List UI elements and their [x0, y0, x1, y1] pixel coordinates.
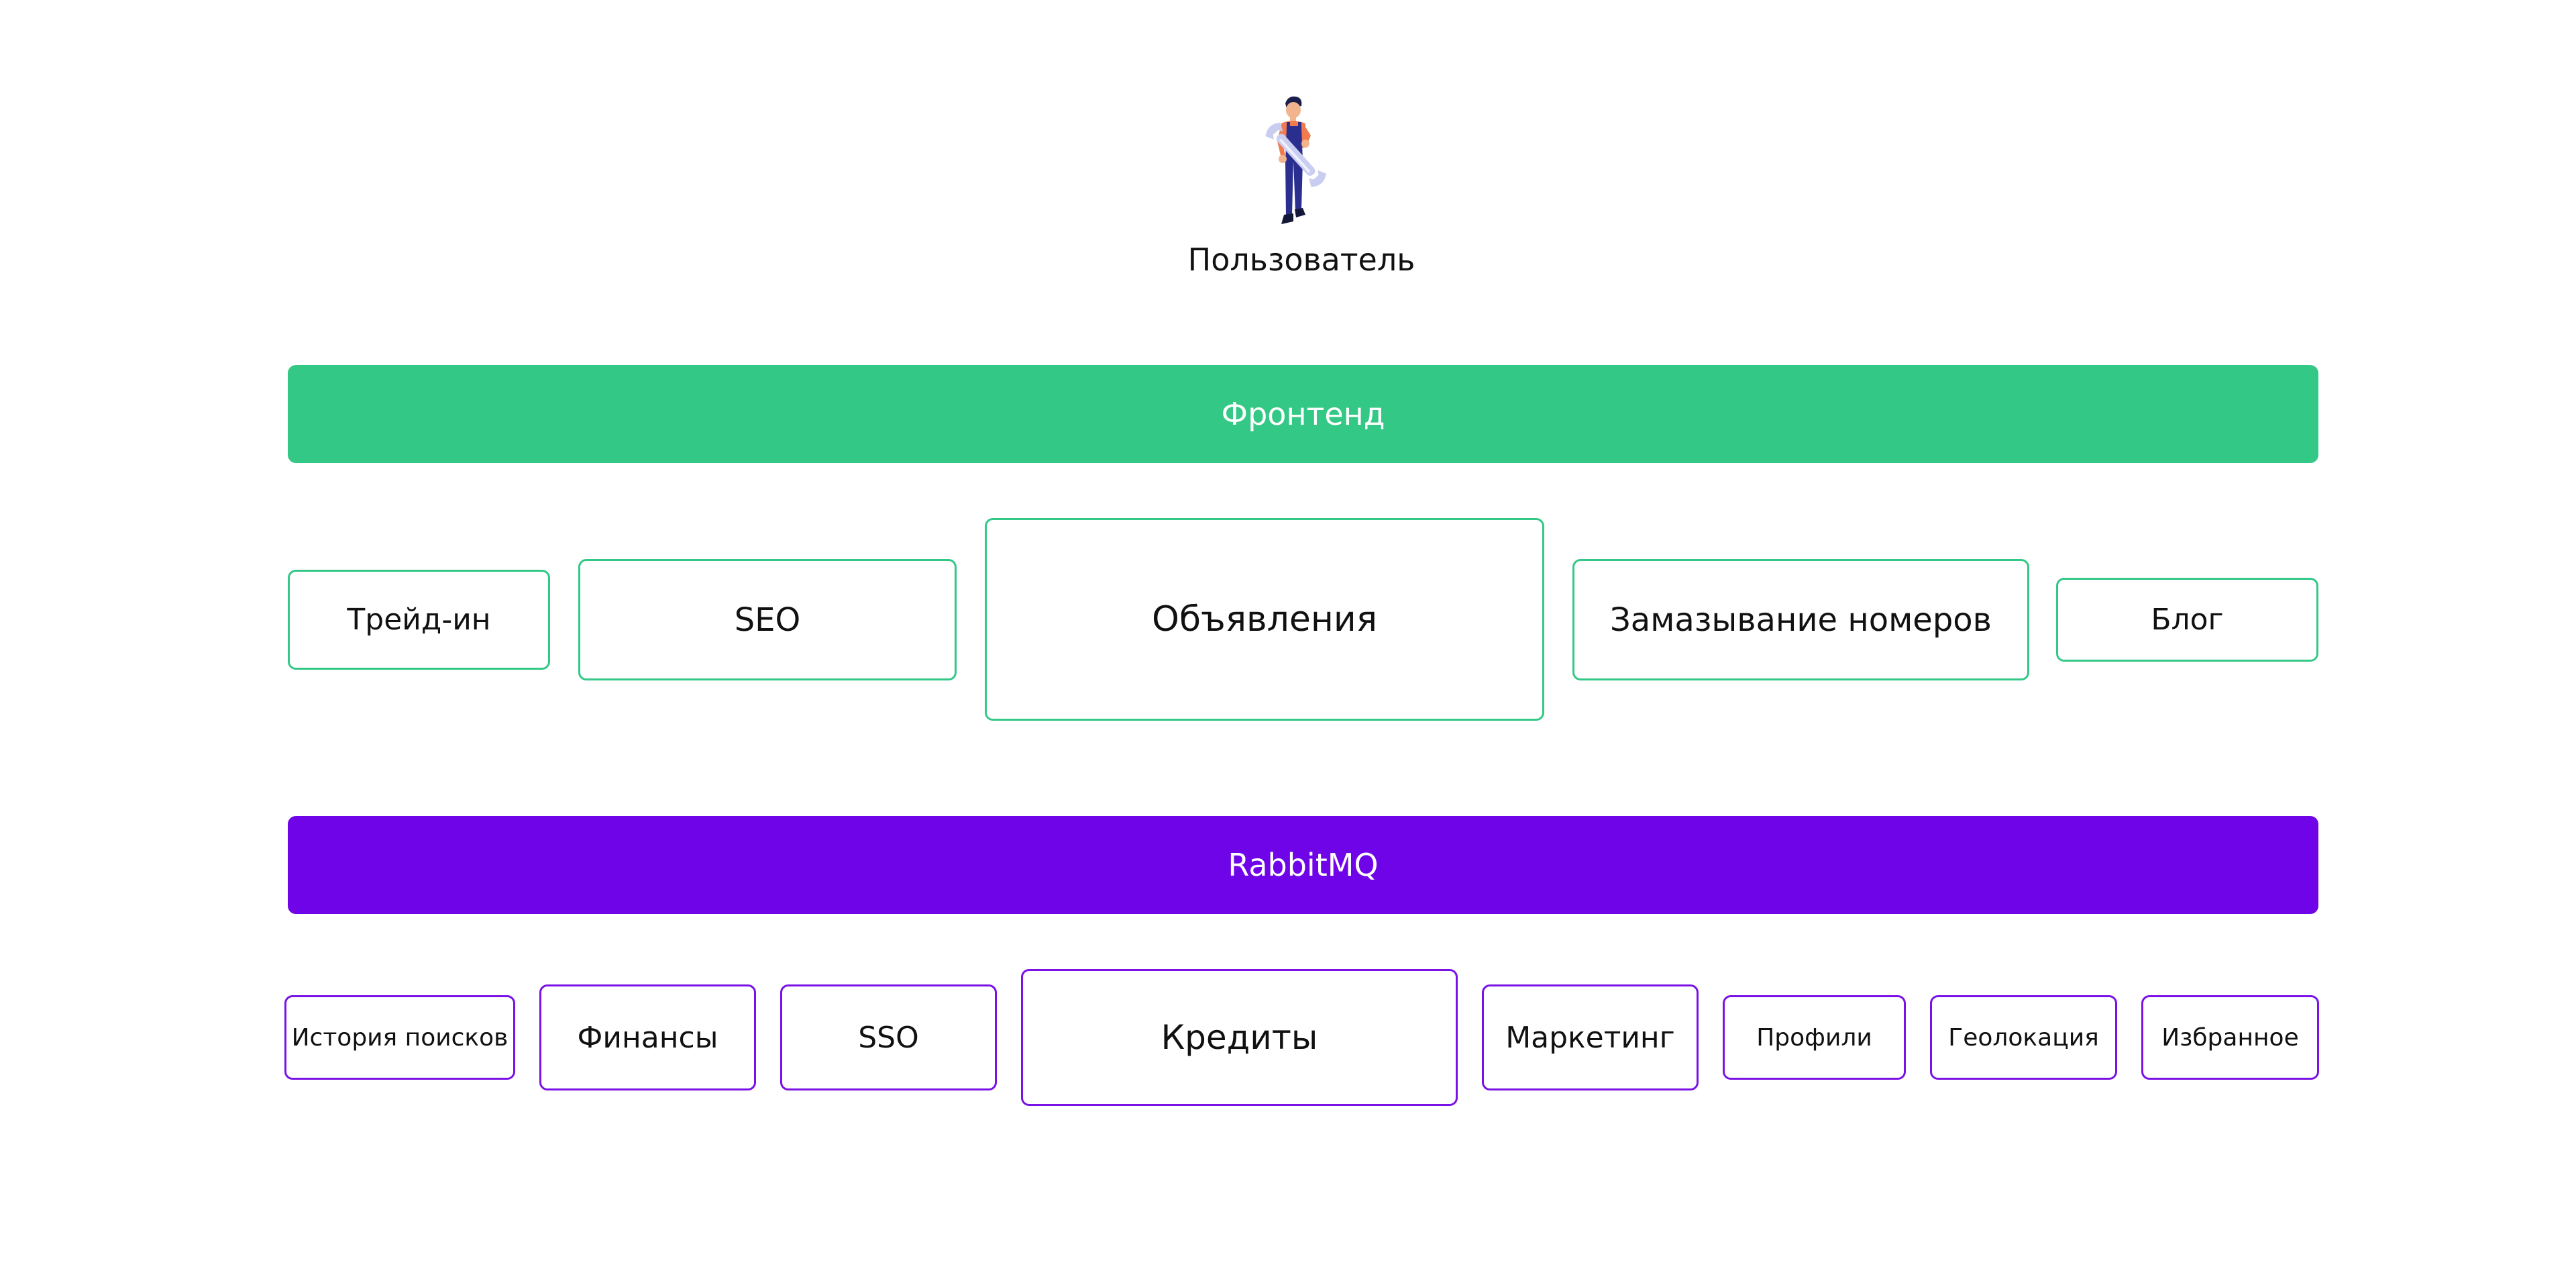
user-label: Пользователь	[1187, 242, 1415, 278]
service-number-masking: Замазывание номеров	[1572, 559, 2029, 680]
service-ads: Объявления	[985, 518, 1544, 721]
rabbitmq-label: RabbitMQ	[1228, 847, 1379, 883]
service-finance: Финансы	[539, 984, 756, 1090]
worker-with-wrench-icon	[1258, 94, 1332, 235]
service-credits: Кредиты	[1021, 969, 1458, 1106]
frontend-bar: Фронтенд	[288, 365, 2318, 463]
service-geolocation: Геолокация	[1930, 995, 2117, 1080]
service-seo: SEO	[578, 559, 957, 680]
service-marketing: Маркетинг	[1482, 984, 1699, 1090]
service-blog: Блог	[2056, 578, 2318, 662]
rabbitmq-bar: RabbitMQ	[288, 816, 2318, 914]
service-trade-in: Трейд-ин	[288, 570, 550, 670]
service-profiles: Профили	[1723, 995, 1906, 1080]
service-favorites: Избранное	[2141, 995, 2319, 1080]
service-sso: SSO	[780, 984, 997, 1090]
frontend-label: Фронтенд	[1221, 396, 1385, 432]
service-search-history: История поисков	[284, 995, 515, 1080]
